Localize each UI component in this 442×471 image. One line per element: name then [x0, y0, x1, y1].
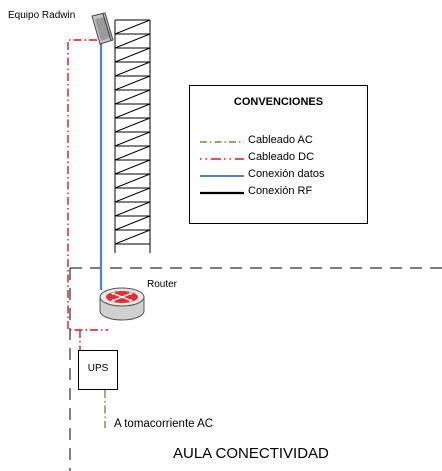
classroom-boundary	[69, 267, 442, 471]
aula-label: AULA CONECTIVIDAD	[173, 445, 329, 462]
legend-box: CONVENCIONES Cableado AC Cableado DC Con…	[189, 85, 368, 224]
radwin-label: Equipo Radwin	[8, 10, 76, 21]
dc-cabling	[67, 39, 108, 352]
legend-title: CONVENCIONES	[233, 96, 324, 108]
antenna-icon	[91, 12, 114, 45]
router-icon	[99, 287, 145, 321]
ups-box: UPS	[78, 350, 118, 390]
router-label: Router	[147, 279, 178, 290]
toma-label: A tomacorriente AC	[114, 418, 214, 430]
ups-label: UPS	[87, 363, 109, 374]
tower-lattice	[114, 19, 151, 253]
